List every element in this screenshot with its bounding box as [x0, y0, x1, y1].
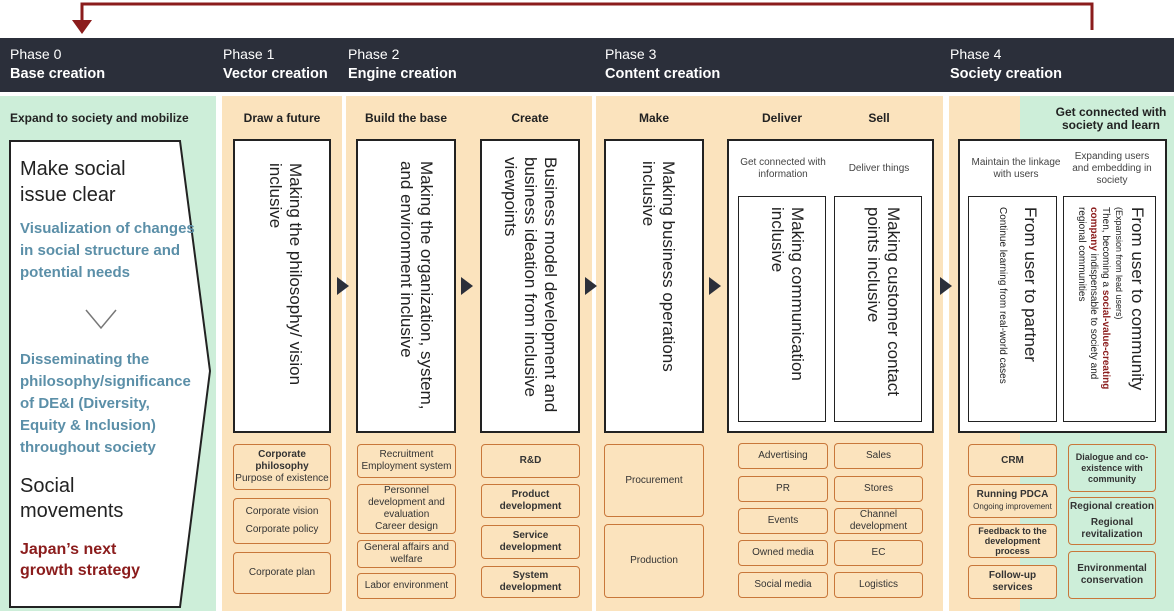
user-to-community-box: From user to community (Expansion from l…: [1063, 196, 1156, 422]
logistics-item: Logistics: [834, 572, 923, 598]
environmental-item: Environmental conservation: [1068, 551, 1156, 599]
social-media-item: Social media: [738, 572, 828, 598]
channel-development-item: Channel development: [834, 508, 923, 534]
philosophy-box: Making the philosophy/ vision inclusive: [233, 139, 331, 433]
arrow-icon: [940, 277, 952, 295]
feedback-arrow: [72, 2, 1094, 34]
user-to-partner-box: From user to partner Continue learning f…: [968, 196, 1057, 422]
organization-box: Making the organization, system, and env…: [356, 139, 456, 433]
make-social-issue-clear: Make social issue clear: [20, 158, 126, 206]
sell-subtitle: Deliver things: [848, 163, 910, 174]
phase-0-pentagon: [9, 140, 212, 608]
get-connected-title: Get connected with society and learn: [1055, 105, 1167, 132]
visualization-text: Visualization of changes in social struc…: [20, 220, 195, 281]
production-item: Production: [604, 524, 704, 598]
maintain-linkage-subtitle: Maintain the linkage with users: [971, 157, 1061, 180]
phase-0-title: Expand to society and mobilize: [10, 111, 189, 125]
draw-a-future-title: Draw a future: [243, 111, 321, 125]
crm-item: CRM: [968, 444, 1057, 477]
system-development-item: System development: [481, 566, 580, 598]
sell-title: Sell: [868, 111, 890, 125]
dialogue-item: Dialogue and co-existence with community: [1068, 444, 1156, 492]
arrow-icon: [709, 277, 721, 295]
arrow-icon: [461, 277, 473, 295]
product-development-item: Product development: [481, 484, 580, 518]
service-development-item: Service development: [481, 525, 580, 559]
build-the-base-title: Build the base: [364, 111, 447, 125]
disseminating-text: Disseminating the philosophy/significanc…: [20, 351, 191, 456]
business-operations-box: Making business operations inclusive: [604, 139, 704, 433]
labor-environment-item: Labor environment: [357, 573, 456, 599]
general-affairs-item: General affairs and welfare: [357, 540, 456, 568]
customer-contact-box: Making customer contact points inclusive: [834, 196, 922, 422]
procurement-item: Procurement: [604, 444, 704, 517]
ec-item: EC: [834, 540, 923, 566]
phase-header-bar: [0, 38, 1174, 92]
sales-item: Sales: [834, 443, 923, 469]
corporate-plan-item: Corporate plan: [233, 552, 331, 594]
create-title: Create: [511, 111, 549, 125]
feedback-item: Feedback to the development process: [968, 524, 1057, 558]
rnd-item: R&D: [481, 444, 580, 478]
stores-item: Stores: [834, 476, 923, 502]
make-title: Make: [638, 111, 670, 125]
owned-media-item: Owned media: [738, 540, 828, 566]
communication-box: Making communication inclusive: [738, 196, 826, 422]
arrow-icon: [337, 277, 349, 295]
events-item: Events: [738, 508, 828, 534]
deliver-subtitle: Get connected with information: [740, 157, 826, 180]
next-growth-strategy: Japan’s next growth strategy: [20, 541, 141, 579]
expanding-users-subtitle: Expanding users and embedding in society: [1072, 151, 1152, 186]
arrow-icon: [585, 277, 597, 295]
advertising-item: Advertising: [738, 443, 828, 469]
follow-up-item: Follow-up services: [968, 565, 1057, 599]
deliver-title: Deliver: [761, 111, 803, 125]
social-movements: Social movements: [20, 475, 124, 522]
down-arrow-icon: [85, 309, 117, 330]
business-model-box: Business model development and business …: [480, 139, 580, 433]
pr-item: PR: [738, 476, 828, 502]
